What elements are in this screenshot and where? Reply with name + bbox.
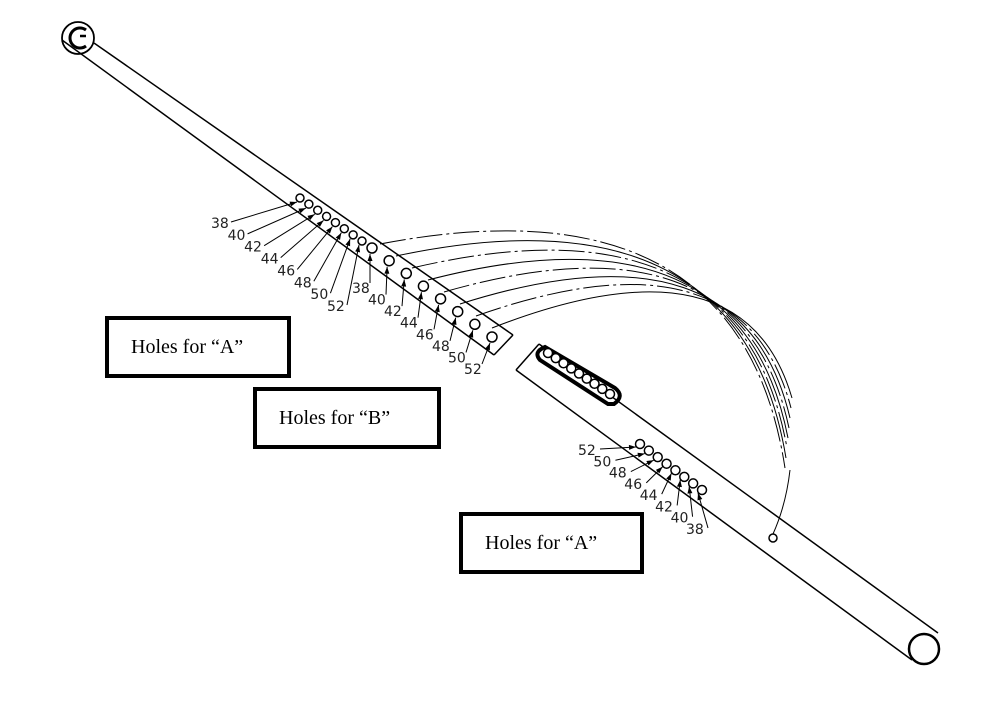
- hole-label: 48: [294, 275, 312, 291]
- slot-hole: [589, 378, 600, 389]
- slot-hole: [597, 383, 608, 395]
- leader-line: [247, 207, 307, 235]
- hole: [366, 242, 378, 254]
- slot-hole: [573, 368, 585, 379]
- hole-label: 38: [211, 216, 229, 232]
- hole: [357, 236, 367, 246]
- caption-lower-a: Holes for “A”: [485, 531, 598, 554]
- upper-tube: [61, 39, 514, 356]
- leader-line: [346, 244, 360, 306]
- hole: [634, 438, 646, 450]
- hole-label: 48: [432, 339, 450, 355]
- swing-arc: [411, 249, 788, 449]
- hole: [451, 305, 464, 318]
- hole: [330, 217, 341, 228]
- hole-label: 38: [686, 522, 704, 538]
- hole: [687, 478, 699, 489]
- pivot-hole: [768, 533, 778, 543]
- slot-hole: [581, 373, 592, 384]
- hole-label: 42: [244, 240, 262, 256]
- hole-label: 48: [609, 466, 627, 482]
- hole: [400, 267, 413, 280]
- hole-label: 52: [464, 362, 482, 378]
- swing-arc-tail: [772, 469, 791, 535]
- upper-tube-end-cap-icon: [61, 21, 95, 55]
- caption-b: Holes for “B”: [279, 406, 391, 429]
- leader-line: [263, 213, 315, 247]
- leader-line: [329, 238, 351, 294]
- hole: [434, 293, 447, 305]
- hole-label: 46: [624, 477, 642, 493]
- hole: [661, 458, 672, 469]
- leader-line: [313, 232, 342, 282]
- hole: [679, 471, 690, 483]
- swing-arcs: [379, 230, 793, 535]
- hole: [312, 205, 323, 216]
- hole-label: 44: [400, 316, 418, 332]
- hole-label: 50: [448, 350, 466, 366]
- hole: [304, 199, 314, 209]
- hole: [486, 331, 498, 343]
- caption-box-b: Holes for “B”: [253, 387, 441, 449]
- hole-label: 52: [327, 299, 345, 315]
- swing-arc: [491, 291, 793, 399]
- hole: [469, 318, 481, 331]
- hole-label: 50: [310, 287, 328, 303]
- slot-with-holes: [535, 344, 622, 406]
- hole-label: 40: [368, 293, 386, 309]
- hole: [643, 445, 655, 456]
- hole-label: 50: [593, 454, 611, 470]
- leader-line: [280, 220, 324, 258]
- lower-tube: [515, 343, 941, 666]
- swing-arc: [459, 276, 791, 419]
- hole-label: 40: [228, 228, 246, 244]
- caption-box-upper-a: Holes for “A”: [105, 316, 291, 378]
- hole-label: 40: [671, 511, 689, 527]
- caption-upper-a: Holes for “A”: [131, 335, 244, 358]
- hole-label: 44: [640, 488, 658, 504]
- slot-hole: [542, 347, 554, 359]
- hole: [696, 484, 708, 496]
- hole: [339, 223, 350, 234]
- slot-hole: [604, 388, 616, 400]
- hole: [295, 193, 305, 203]
- hole: [652, 451, 663, 463]
- slot-hole: [558, 358, 569, 369]
- swing-arc: [443, 267, 790, 429]
- hole-label: 46: [277, 263, 295, 279]
- hole: [417, 280, 430, 292]
- slot-hole: [550, 352, 561, 364]
- slot-hole: [566, 363, 577, 374]
- leader-line: [230, 201, 298, 223]
- hole: [321, 211, 332, 222]
- swing-arc: [475, 284, 792, 409]
- hole-label: 52: [578, 443, 596, 459]
- hole-label: 38: [352, 281, 370, 297]
- leader-line: [296, 226, 333, 270]
- caption-box-lower-a: Holes for “A”: [459, 512, 644, 574]
- swing-arc: [379, 230, 786, 469]
- hole: [670, 465, 681, 476]
- hole: [348, 230, 358, 240]
- hole-label: 42: [655, 499, 673, 515]
- hole-label: 42: [384, 304, 402, 320]
- hole: [383, 254, 395, 267]
- hole-label: 46: [416, 327, 434, 343]
- swing-arc: [395, 240, 787, 459]
- hole-label: 44: [261, 252, 279, 268]
- swing-arc: [427, 258, 789, 439]
